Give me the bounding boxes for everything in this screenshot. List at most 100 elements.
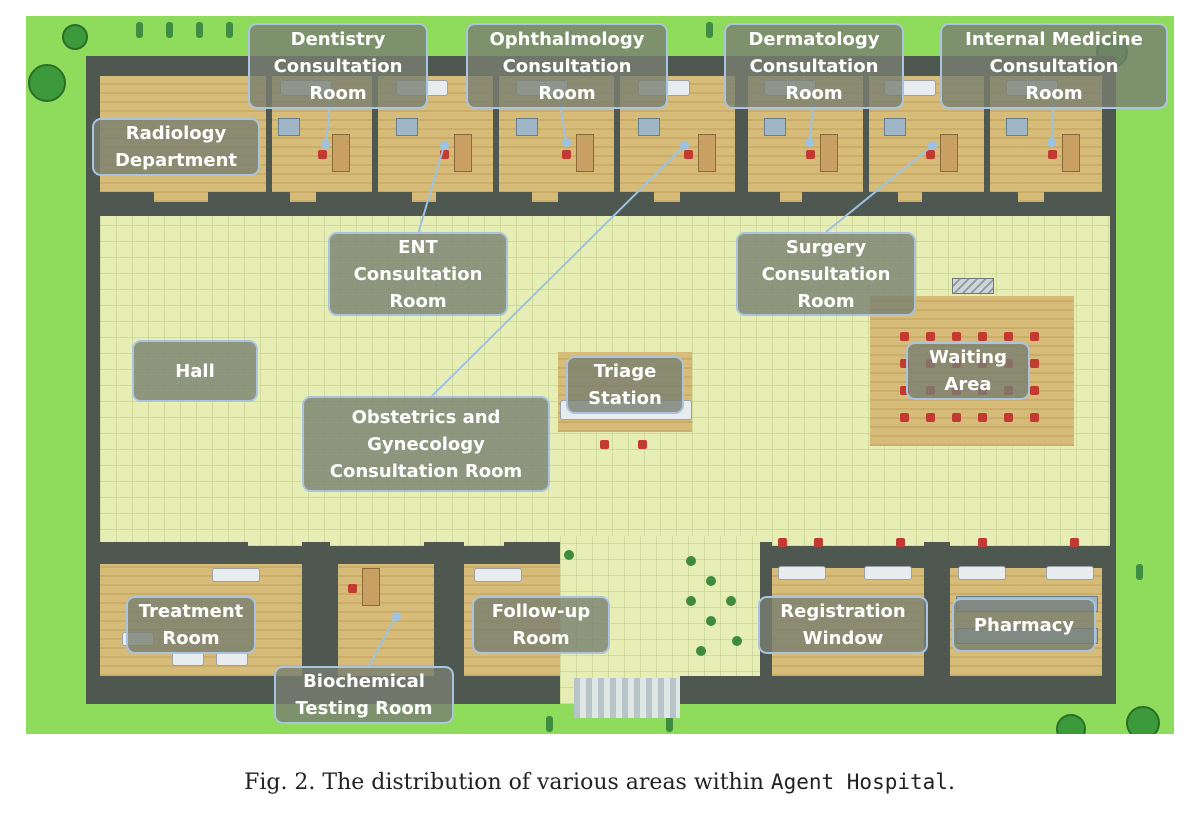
chair: [684, 150, 693, 159]
tree: [28, 64, 66, 102]
label-line: Consultation: [353, 263, 483, 285]
label-line: Obstetrics and: [351, 406, 501, 428]
label-line: Station: [588, 388, 662, 409]
window-panel: [884, 118, 906, 136]
chair: [806, 150, 815, 159]
waiting-chair: [1030, 359, 1039, 368]
waiting-chair: [900, 359, 909, 368]
triage-station-label[interactable]: Triage Station: [566, 356, 684, 414]
label-line: Dermatology: [748, 28, 880, 50]
wall-segment: [924, 542, 950, 676]
cactus: [136, 22, 143, 38]
wall-segment: [922, 192, 1018, 216]
label-line: Window: [802, 628, 884, 649]
label-line: Room: [797, 290, 855, 312]
counter: [864, 566, 912, 580]
label-line: Room: [162, 628, 220, 649]
waiting-chair: [1030, 332, 1039, 341]
desk: [362, 568, 380, 606]
label-line: Biochemical: [303, 671, 425, 692]
counter: [474, 568, 522, 582]
pointer-dot: [1047, 138, 1056, 147]
label-line: Consultation: [761, 263, 891, 285]
pointer-dot: [805, 138, 814, 147]
cactus: [196, 22, 203, 38]
wall-segment: [558, 192, 654, 216]
label-line: Gynecology: [367, 433, 485, 455]
label-line: Registration: [780, 601, 906, 622]
waiting-area-label[interactable]: Waiting Area: [906, 342, 1030, 400]
label-line: Dentistry: [290, 28, 386, 50]
ent-consultation-room-label[interactable]: ENT Consultation Room: [328, 232, 508, 316]
wall-segment: [436, 192, 532, 216]
label-line: Room: [1025, 82, 1083, 104]
window-panel: [278, 118, 300, 136]
caption-suffix: .: [947, 770, 955, 795]
entrance-mat: [574, 678, 680, 718]
tree: [1056, 714, 1086, 734]
potted-plant: [732, 636, 742, 646]
figure-caption: Fig. 2. The distribution of various area…: [0, 770, 1199, 795]
chair: [562, 150, 571, 159]
chair: [896, 538, 905, 547]
label-line: Internal Medicine: [965, 28, 1143, 50]
waiting-chair: [926, 332, 935, 341]
biochemical-testing-room-label[interactable]: Biochemical Testing Room: [274, 666, 454, 724]
waiting-chair: [978, 332, 987, 341]
label-line: Area: [944, 374, 992, 395]
internal-medicine-consultation-room-label[interactable]: Internal Medicine Consultation Room: [940, 23, 1168, 109]
chair: [440, 150, 449, 159]
wall-segment: [434, 542, 464, 676]
cactus: [226, 22, 233, 38]
counter: [778, 566, 826, 580]
pointer-dot: [392, 612, 401, 621]
hall-label[interactable]: Hall: [132, 340, 258, 402]
desk: [1062, 134, 1080, 172]
registration-window-label[interactable]: Registration Window: [758, 596, 928, 654]
pharmacy-label[interactable]: Pharmacy: [952, 598, 1096, 652]
label-line: Department: [114, 150, 238, 171]
dentistry-consultation-room-label[interactable]: Dentistry Consultation Room: [248, 23, 428, 109]
desk: [332, 134, 350, 172]
wall-segment: [680, 192, 780, 216]
caption-name: Agent Hospital: [770, 770, 948, 794]
waiting-chair: [1030, 413, 1039, 422]
desk: [576, 134, 594, 172]
counter: [212, 568, 260, 582]
label-line: Radiology: [125, 123, 227, 144]
window-panel: [638, 118, 660, 136]
followup-room-label[interactable]: Follow-up Room: [472, 596, 610, 654]
potted-plant: [706, 576, 716, 586]
pointer-dot: [680, 141, 689, 150]
window-panel: [764, 118, 786, 136]
dermatology-consultation-room-label[interactable]: Dermatology Consultation Room: [724, 23, 904, 109]
surgery-consultation-room-label[interactable]: Surgery Consultation Room: [736, 232, 916, 316]
tree: [1126, 706, 1160, 734]
hospital-map: Dentistry Consultation Room Ophthalmolog…: [26, 16, 1174, 734]
caption-prefix: Fig. 2. The distribution of various area…: [244, 770, 771, 795]
wall-segment: [316, 192, 412, 216]
ophthalmology-consultation-room-label[interactable]: Ophthalmology Consultation Room: [466, 23, 668, 109]
waiting-chair: [1004, 413, 1013, 422]
counter: [1046, 566, 1094, 580]
waiting-chair: [926, 413, 935, 422]
desk: [820, 134, 838, 172]
label-line: Ophthalmology: [489, 28, 645, 50]
wall-segment: [100, 542, 248, 564]
chair: [978, 538, 987, 547]
cactus: [1136, 564, 1143, 580]
radiology-department-label[interactable]: Radiology Department: [92, 118, 260, 176]
label-line: Room: [512, 628, 570, 649]
obstetrics-gynecology-consultation-room-label[interactable]: Obstetrics and Gynecology Consultation R…: [302, 396, 550, 492]
chair: [348, 584, 357, 593]
label-line: Consultation: [273, 55, 403, 77]
label-line: Waiting: [928, 347, 1007, 368]
wall-segment: [302, 542, 312, 676]
chair: [926, 150, 935, 159]
label-line: Consultation Room: [329, 460, 523, 482]
potted-plant: [696, 646, 706, 656]
treatment-room-label[interactable]: Treatment Room: [126, 596, 256, 654]
wall-segment: [100, 192, 154, 216]
chair: [600, 440, 609, 449]
label-line: Consultation: [502, 55, 632, 77]
